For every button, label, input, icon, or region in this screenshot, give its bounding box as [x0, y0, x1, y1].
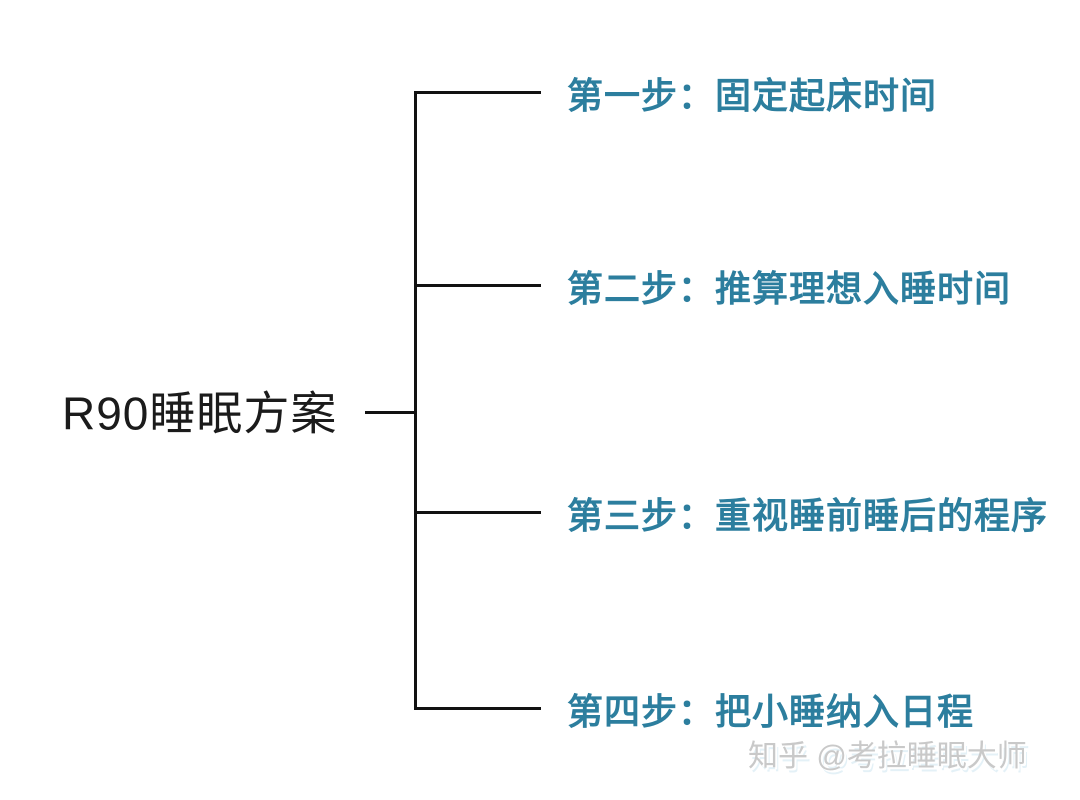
branch-label-step4: 第四步：把小睡纳入日程: [567, 691, 975, 732]
branch-label-step3: 第三步：重视睡前睡后的程序: [567, 495, 1049, 536]
root-node-label: R90睡眠方案: [62, 387, 338, 440]
branch-line-step1: [414, 91, 541, 94]
branch-line-step4: [414, 707, 541, 710]
trunk-line: [414, 91, 417, 710]
branch-line-step2: [414, 284, 541, 287]
branch-label-step1: 第一步：固定起床时间: [567, 75, 938, 116]
root-connector-line: [365, 411, 414, 414]
watermark-zhihu: 知乎 @考拉睡眠大师: [748, 740, 1027, 773]
branch-label-step2: 第二步：推算理想入睡时间: [567, 268, 1012, 309]
branch-line-step3: [414, 511, 541, 514]
